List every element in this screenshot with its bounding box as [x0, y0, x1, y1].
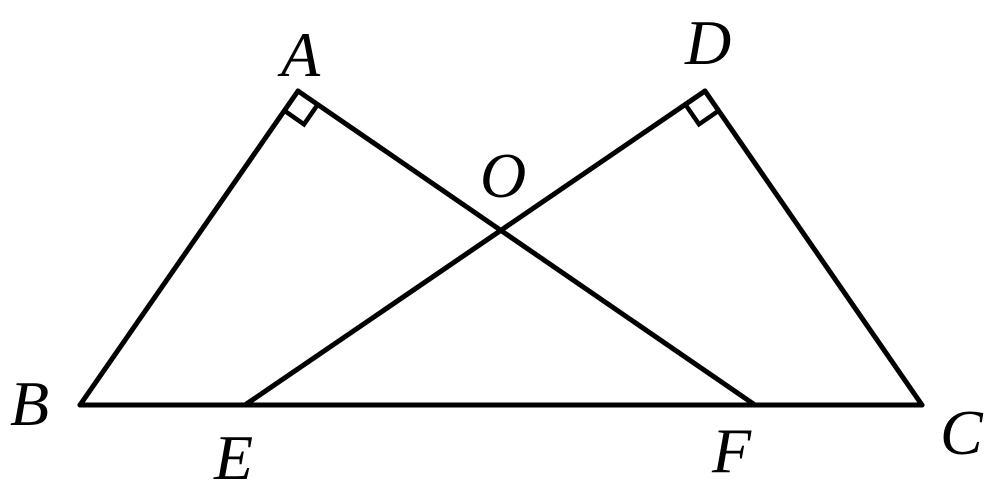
segment-ed	[242, 88, 708, 408]
segment-ba	[77, 88, 301, 408]
label-point-d: D	[684, 7, 731, 78]
label-point-e: E	[213, 422, 253, 491]
label-point-o: O	[480, 140, 526, 211]
label-point-c: C	[940, 397, 984, 468]
label-point-f: F	[711, 415, 752, 486]
right-angle-mark-d	[683, 103, 721, 128]
segment-af	[295, 88, 758, 408]
right-angle-mark-a	[283, 103, 320, 128]
label-point-b: B	[10, 368, 49, 439]
label-point-a: A	[277, 19, 321, 90]
segment-dc	[702, 88, 925, 408]
